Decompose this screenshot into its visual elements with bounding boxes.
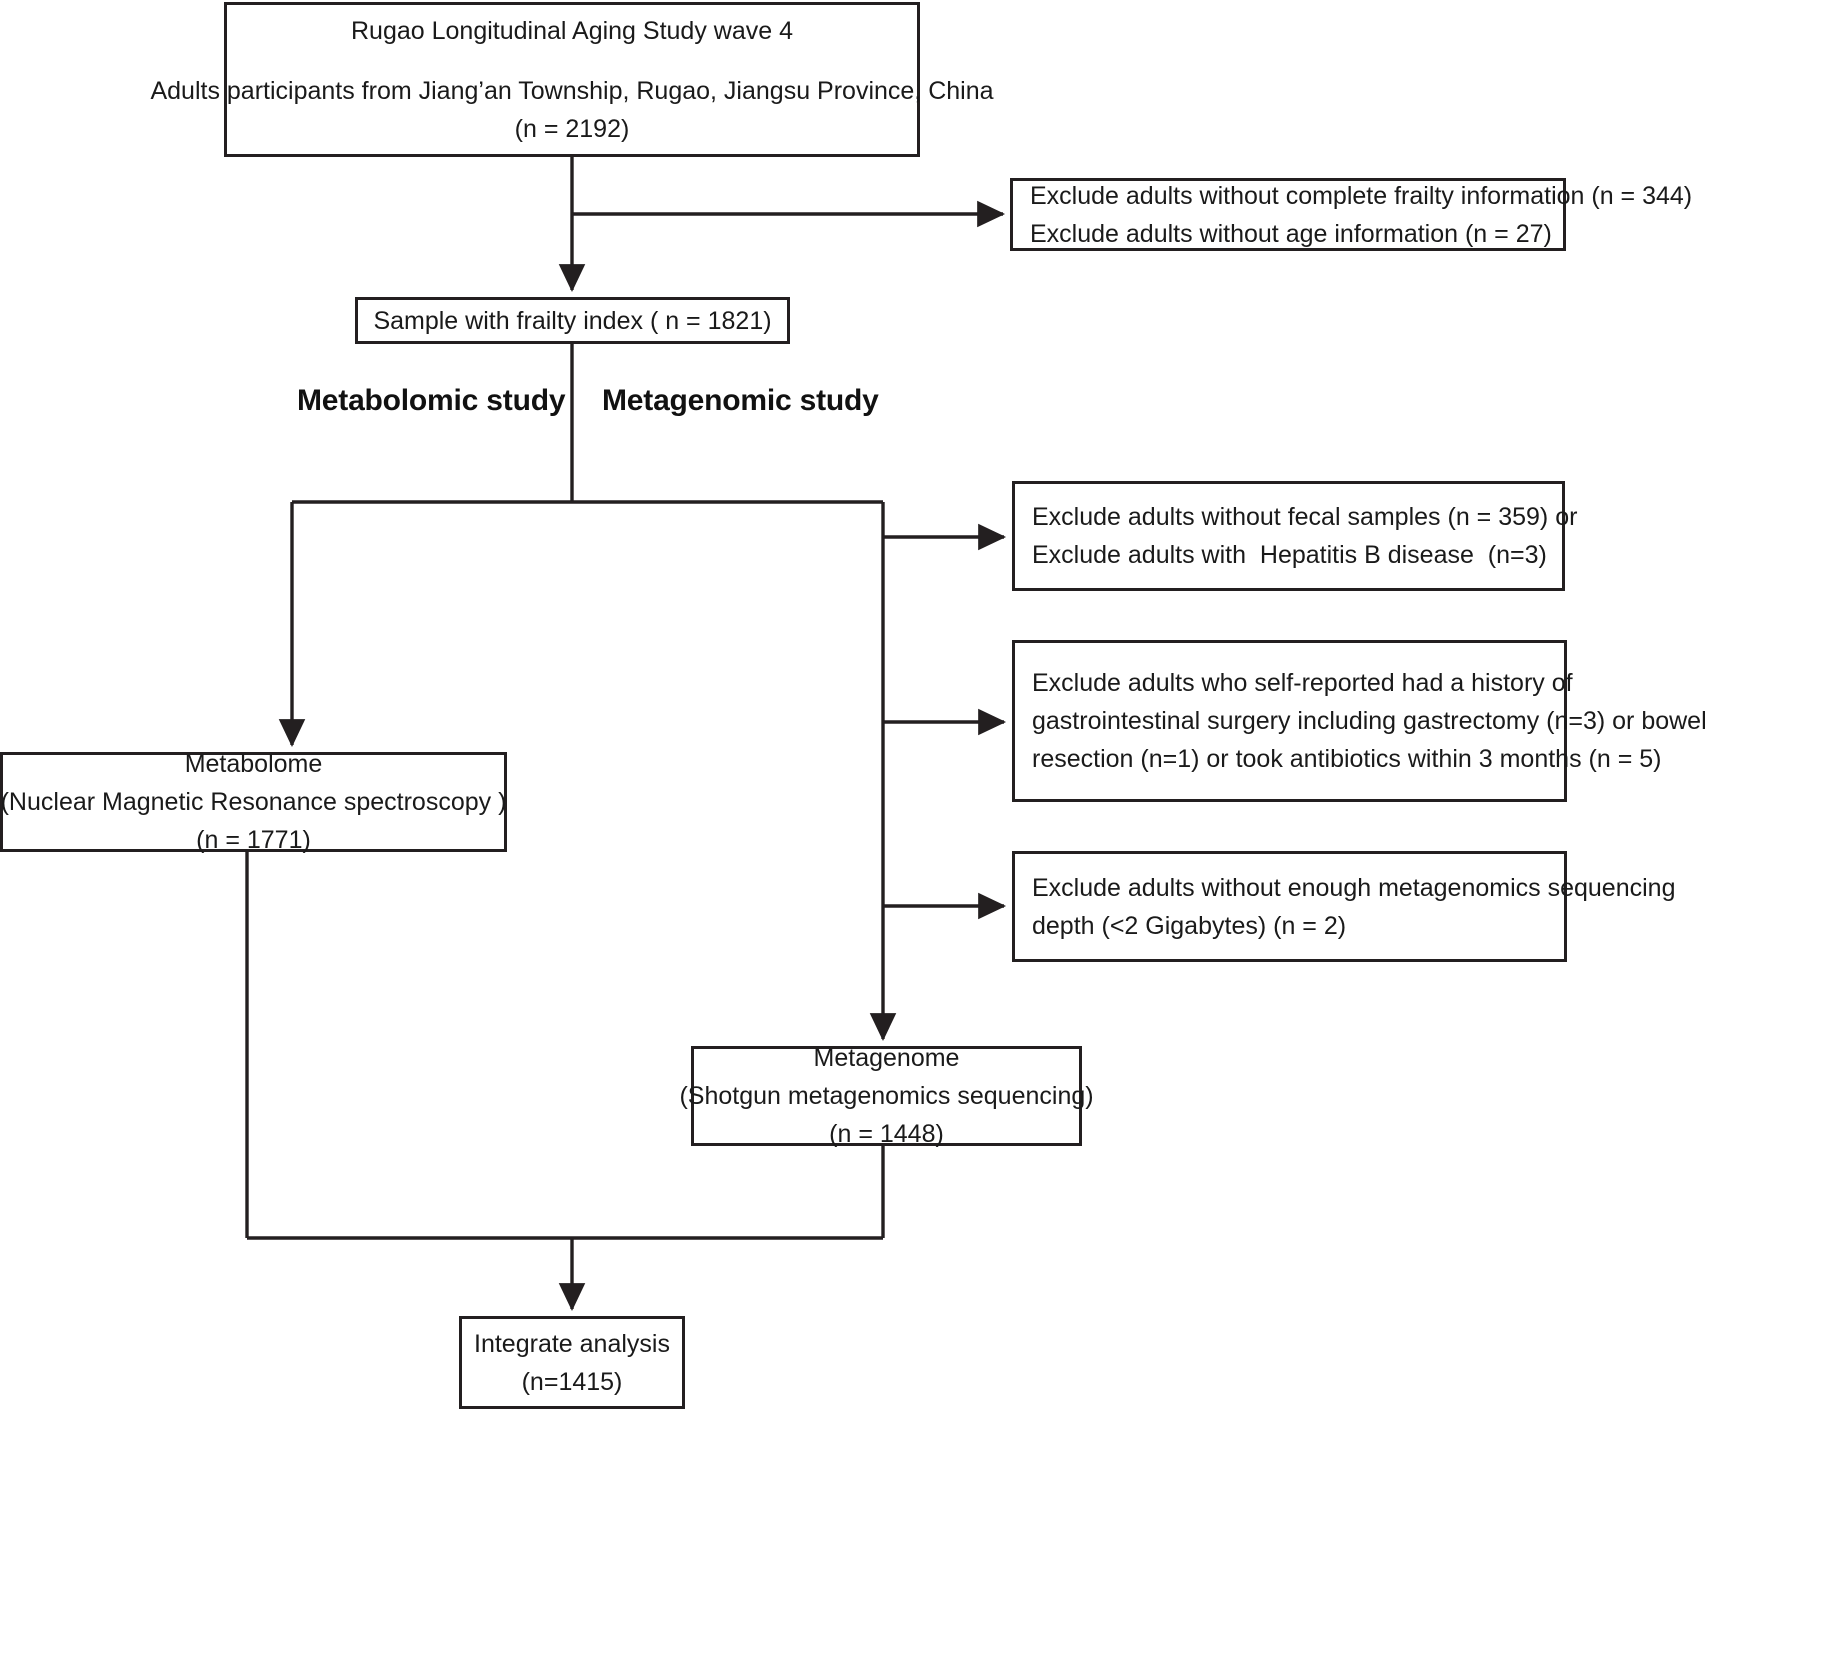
metagenome-line-3: (n = 1448) — [829, 1120, 944, 1148]
node-exclusion-fecal-hepatitis: Exclude adults without fecal samples (n … — [1012, 481, 1577, 591]
metagenome-line-1: Metagenome — [813, 1044, 960, 1072]
metabolome-line-1: Metabolome — [184, 750, 323, 778]
exclusion-3-line-2: gastrointestinal surgery including gastr… — [1032, 707, 1707, 735]
node-exclusion-surgery-antibiotics: Exclude adults who self-reported had a h… — [1012, 640, 1707, 802]
node-integrate-analysis: Integrate analysis (n=1415) — [459, 1316, 685, 1409]
source-line-2: Adults participants from Jiang’an Townsh… — [150, 76, 994, 105]
exclusion-4-line-2: depth (<2 Gigabytes) (n = 2) — [1032, 911, 1347, 940]
exclusion-4-line-1: Exclude adults without enough metagenomi… — [1032, 873, 1676, 902]
metabolome-line-3: (n = 1771) — [196, 826, 311, 854]
exclusion-3-line-1: Exclude adults who self-reported had a h… — [1032, 669, 1573, 697]
integrate-line-1: Integrate analysis — [474, 1329, 670, 1358]
node-metabolome: Metabolome (Nuclear Magnetic Resonance s… — [0, 750, 507, 854]
source-line-3: (n = 2192) — [514, 114, 630, 143]
node-metagenome: Metagenome (Shotgun metagenomics sequenc… — [679, 1044, 1093, 1148]
exclusion-2-line-2: Exclude adults with Hepatitis B disease … — [1032, 541, 1547, 569]
exclusion-3-line-3: resection (n=1) or took antibiotics with… — [1032, 745, 1662, 773]
source-line-1: Rugao Longitudinal Aging Study wave 4 — [351, 16, 793, 45]
node-source-cohort: Rugao Longitudinal Aging Study wave 4 Ad… — [150, 2, 994, 157]
metagenome-line-2: (Shotgun metagenomics sequencing) — [679, 1082, 1094, 1110]
exclusion-1-line-1: Exclude adults without complete frailty … — [1030, 181, 1693, 210]
node-exclusion-sequencing-depth: Exclude adults without enough metagenomi… — [1012, 851, 1675, 962]
metabolome-line-2: (Nuclear Magnetic Resonance spectroscopy… — [0, 788, 507, 816]
branch-label-metagenomic: Metagenomic study — [602, 384, 879, 417]
node-exclusion-frailty-age: Exclude adults without complete frailty … — [1010, 178, 1692, 251]
branch-label-metabolomic: Metabolomic study — [297, 384, 566, 417]
exclusion-2-line-1: Exclude adults without fecal samples (n … — [1032, 503, 1578, 531]
frailty-line-1: Sample with frailty index ( n = 1821) — [373, 306, 772, 335]
integrate-line-2: (n=1415) — [521, 1367, 623, 1396]
node-frailty-sample: Sample with frailty index ( n = 1821) — [355, 297, 790, 344]
exclusion-1-line-2: Exclude adults without age information (… — [1030, 219, 1552, 248]
